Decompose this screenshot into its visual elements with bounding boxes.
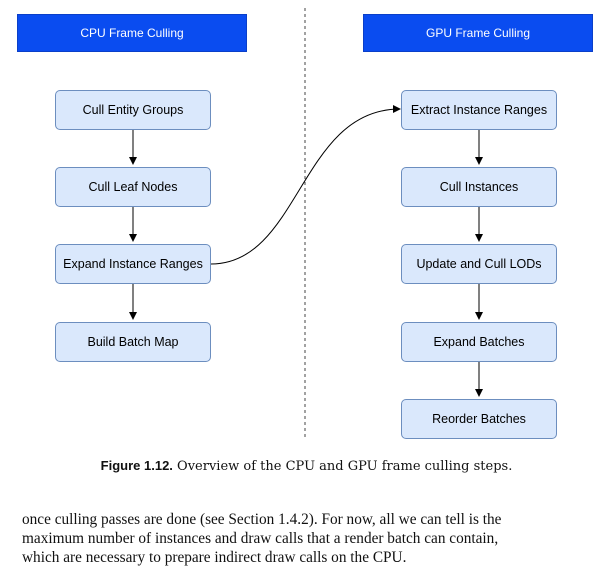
figure-caption-text: Overview of the CPU and GPU frame cullin…: [177, 459, 513, 474]
body-line: which are necessary to prepare indirect …: [22, 549, 407, 566]
gpu-step-update-and-cull-lods: Update and Cull LODs: [401, 244, 557, 284]
gpu-step-reorder-batches: Reorder Batches: [401, 399, 557, 439]
gpu-step-cull-instances: Cull Instances: [401, 167, 557, 207]
arrow-cpu-to-gpu: [210, 105, 401, 265]
gpu-step-expand-batches: Expand Batches: [401, 322, 557, 362]
cpu-frame-culling-header: CPU Frame Culling: [17, 14, 247, 52]
body-paragraph: once culling passes are done (see Sectio…: [22, 510, 597, 567]
gpu-step-extract-instance-ranges: Extract Instance Ranges: [401, 90, 557, 130]
gpu-frame-culling-header: GPU Frame Culling: [363, 14, 593, 52]
flow-connectors: [129, 8, 483, 440]
figure-caption: Figure 1.12. Overview of the CPU and GPU…: [0, 458, 613, 474]
cpu-step-cull-entity-groups: Cull Entity Groups: [55, 90, 211, 130]
body-line: once culling passes are done (see Sectio…: [22, 511, 502, 528]
cpu-step-build-batch-map: Build Batch Map: [55, 322, 211, 362]
cpu-step-cull-leaf-nodes: Cull Leaf Nodes: [55, 167, 211, 207]
cpu-step-expand-instance-ranges: Expand Instance Ranges: [55, 244, 211, 284]
figure-label: Figure 1.12.: [100, 458, 173, 473]
body-line: maximum number of instances and draw cal…: [22, 530, 499, 547]
